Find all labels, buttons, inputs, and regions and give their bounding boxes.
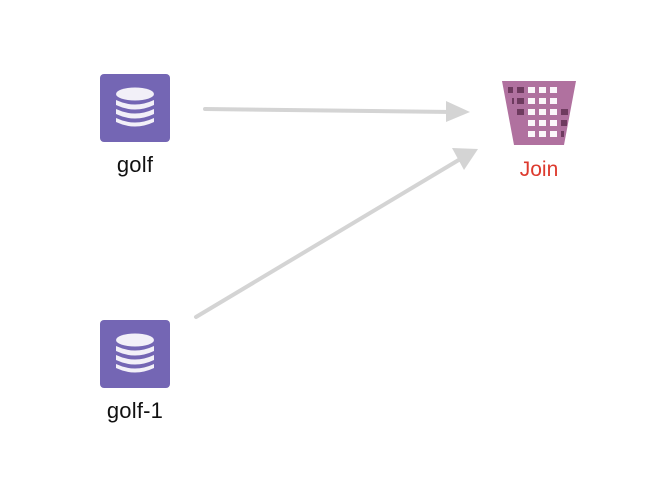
edge-golf-to-join[interactable]: [203, 101, 470, 122]
database-icon: [100, 74, 170, 142]
node-join[interactable]: Join: [500, 80, 578, 182]
node-label: golf-1: [106, 398, 164, 423]
edge-golf-1-to-join[interactable]: [194, 148, 478, 319]
database-icon: [100, 320, 170, 388]
node-label: Join: [519, 158, 559, 181]
join-icon: [500, 80, 578, 146]
node-label: golf: [116, 152, 154, 177]
node-golf-1[interactable]: golf-1: [100, 320, 170, 424]
node-golf[interactable]: golf: [100, 74, 170, 178]
